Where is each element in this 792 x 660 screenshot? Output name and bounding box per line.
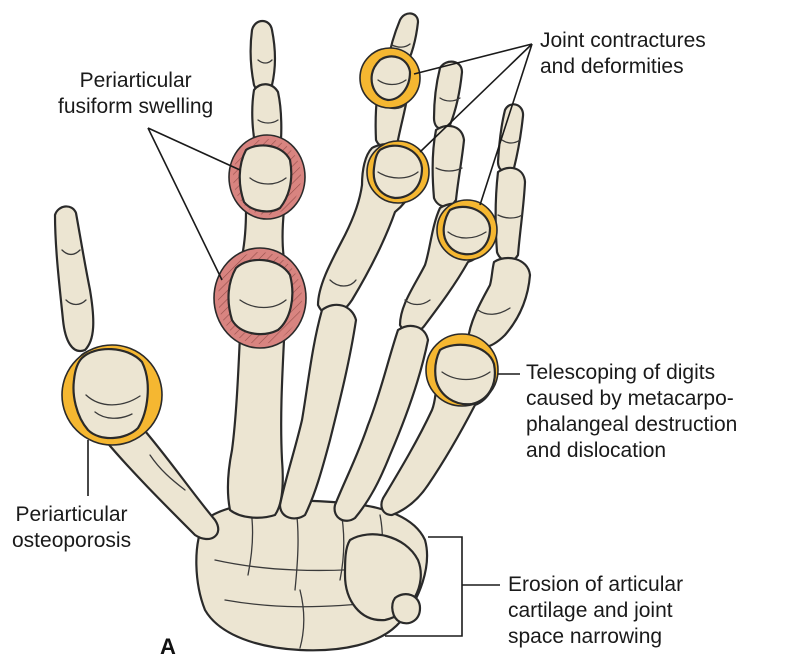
leader-contracture-dip (414, 44, 532, 74)
label-telescoping-line-2: caused by metacarpo- (526, 386, 737, 412)
label-telescoping: Telescoping of digits caused by metacarp… (526, 360, 737, 464)
leader-fusiform-mcp (148, 128, 222, 280)
osteoporosis-highlight (62, 345, 162, 445)
label-fusiform-line-2: fusiform swelling (58, 94, 213, 120)
label-osteoporosis-line-1: Periarticular (12, 502, 131, 528)
label-erosion: Erosion of articular cartilage and joint… (508, 572, 683, 650)
telescoping-highlight (426, 334, 498, 406)
label-osteoporosis-line-2: osteoporosis (12, 528, 131, 554)
label-erosion-line-3: space narrowing (508, 624, 683, 650)
label-contractures-line-2: and deformities (540, 54, 706, 80)
label-joint-contractures: Joint contractures and deformities (540, 28, 706, 80)
label-telescoping-line-3: phalangeal destruction (526, 412, 737, 438)
label-osteoporosis: Periarticular osteoporosis (12, 502, 131, 554)
label-fusiform-swelling: Periarticular fusiform swelling (58, 68, 213, 120)
panel-label: A (160, 634, 176, 660)
label-erosion-line-2: cartilage and joint (508, 598, 683, 624)
label-telescoping-line-1: Telescoping of digits (526, 360, 737, 386)
label-contractures-line-1: Joint contractures (540, 28, 706, 54)
label-fusiform-line-1: Periarticular (58, 68, 213, 94)
carpal-bones (196, 501, 427, 651)
leader-fusiform-pip (148, 128, 240, 170)
label-erosion-line-1: Erosion of articular (508, 572, 683, 598)
label-telescoping-line-4: and dislocation (526, 438, 737, 464)
